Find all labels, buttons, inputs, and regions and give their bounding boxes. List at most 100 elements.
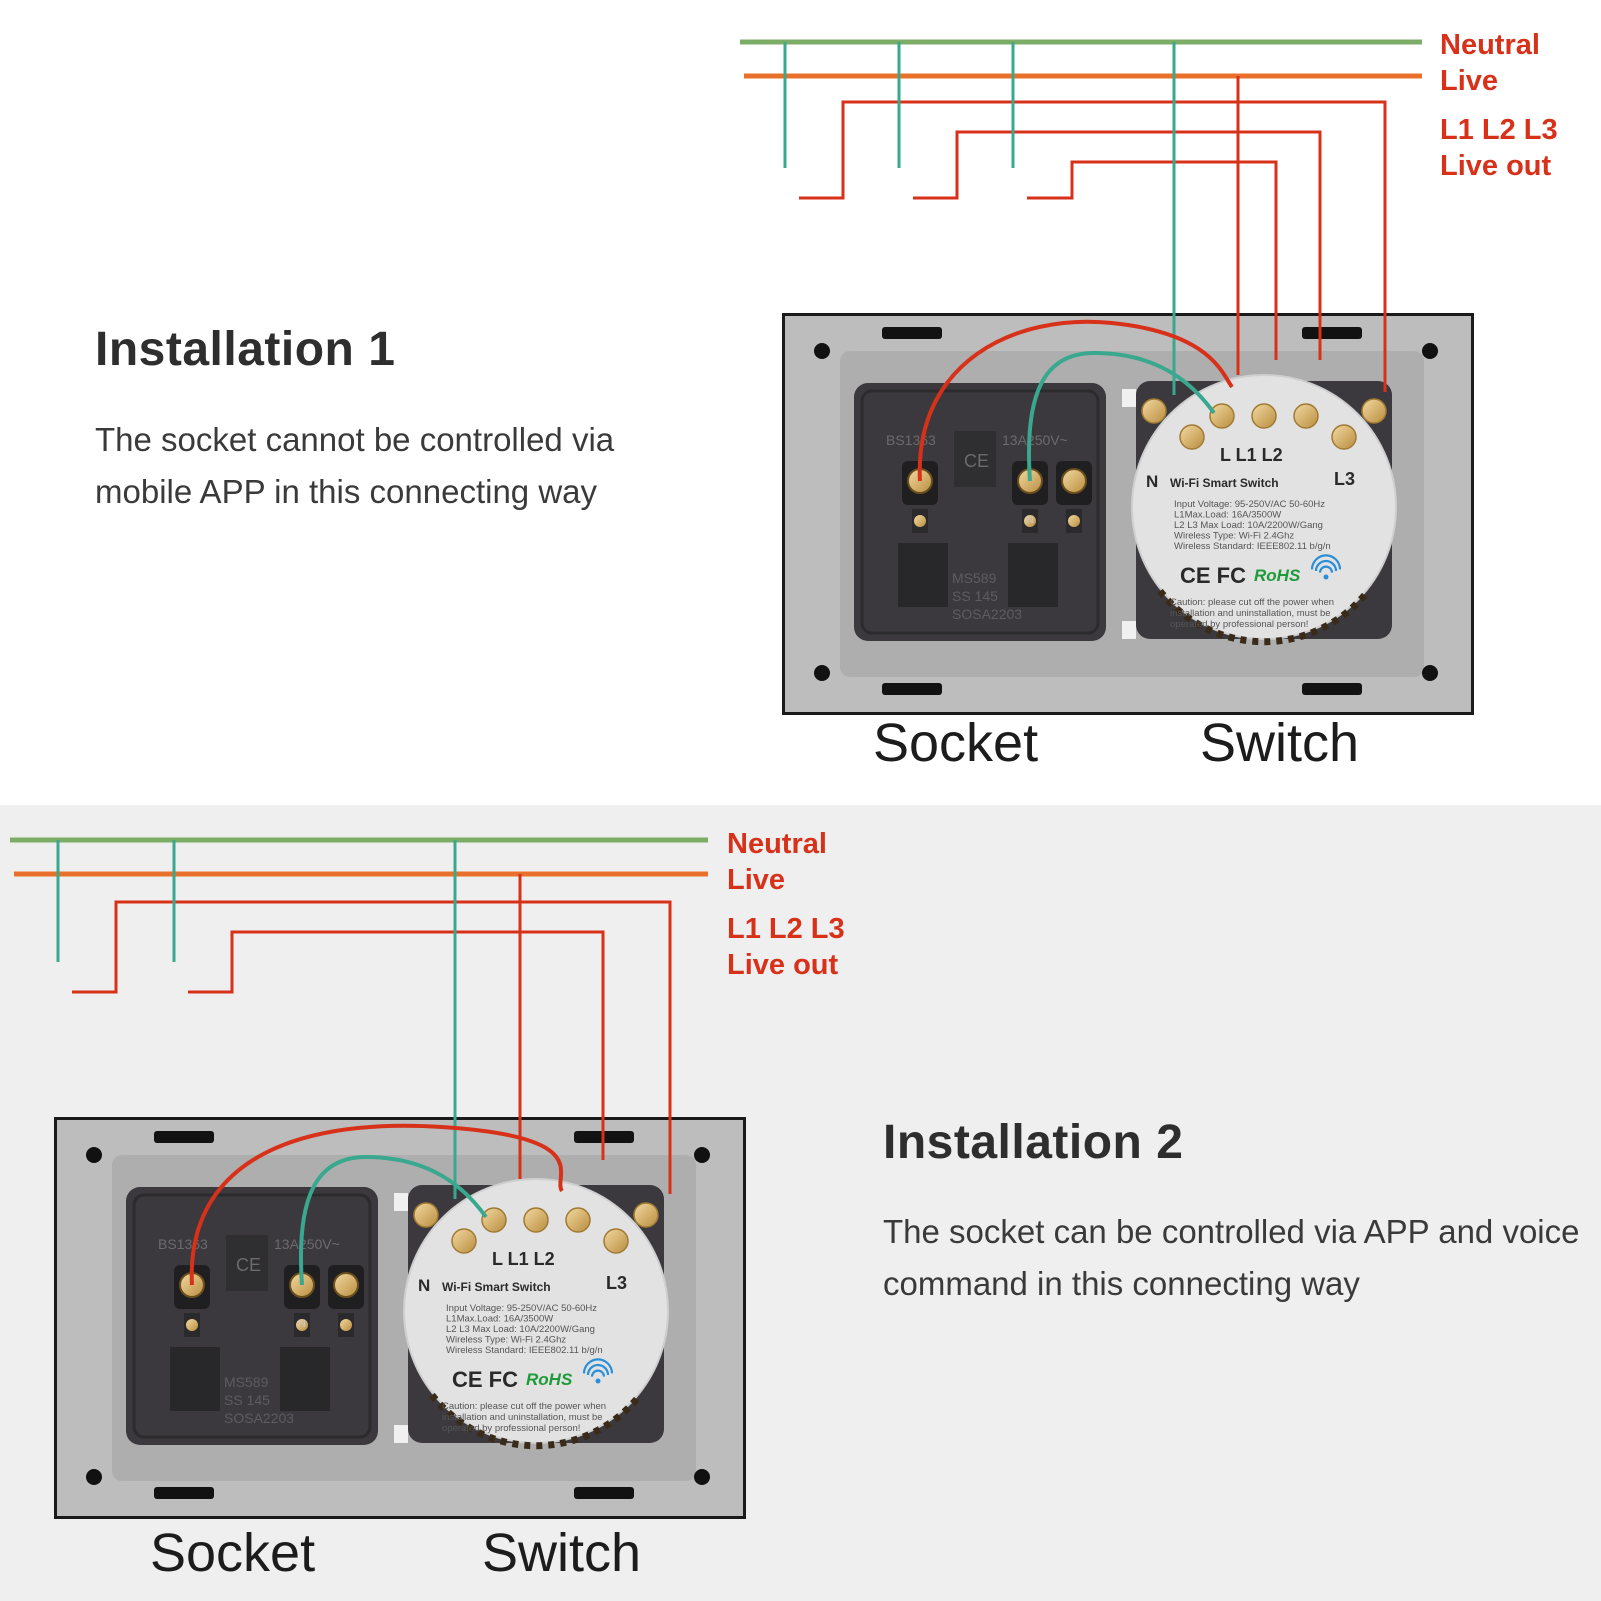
terminal-screw <box>1061 468 1087 494</box>
switch-caution-line: operated by professional person! <box>1170 619 1308 630</box>
socket-ms-mark: MS589 <box>224 1374 269 1390</box>
socket-body-edge <box>132 1193 372 1439</box>
wifi-arc <box>586 1363 610 1376</box>
socket-standard-mark: BS1363 <box>886 432 936 448</box>
screw-hole <box>814 343 830 359</box>
socket-sosa-mark: SOSA2203 <box>952 606 1022 622</box>
switch-terminal <box>451 1228 477 1254</box>
switch-cert-mark: CE FC <box>1180 563 1246 588</box>
switch-name: Wi-Fi Smart Switch <box>1170 476 1279 490</box>
switch-terminal <box>1141 398 1167 424</box>
socket-standard-mark: BS1363 <box>158 1236 208 1252</box>
screw-hole <box>814 665 830 681</box>
switch-terminal <box>633 1202 659 1228</box>
wire-legend-2: Neutral Live L1 L2 L3 Live out <box>727 826 845 983</box>
switch-terminal <box>413 1202 439 1228</box>
switch-terminal <box>481 1207 507 1233</box>
switch-terminal <box>603 1228 629 1254</box>
wifi-icon <box>582 1358 614 1384</box>
switch-cert-mark: CE FC <box>452 1367 518 1392</box>
installation-1-title: Installation 1 <box>95 323 396 376</box>
switch-terminal <box>1179 424 1205 450</box>
switch-spec-line: Wireless Type: Wi-Fi 2.4Ghz <box>1174 531 1294 542</box>
plate-slot <box>154 1131 214 1143</box>
socket-sosa-mark: SOSA2203 <box>224 1410 294 1426</box>
switch-spec-line: L1Max.Load: 16A/3500W <box>1174 510 1281 521</box>
socket-pin-block <box>898 543 948 607</box>
switch-spec-line: Wireless Type: Wi-Fi 2.4Ghz <box>446 1335 566 1346</box>
terminal-screw-small <box>186 1319 198 1331</box>
wifi-arc <box>582 1358 614 1374</box>
terminal-screw-small <box>1068 515 1080 527</box>
screw-hole <box>86 1469 102 1485</box>
lamp-output-wire <box>1027 160 1278 360</box>
screw-hole <box>1422 343 1438 359</box>
terminal-screw-small <box>340 1319 352 1331</box>
socket-ms-mark: MS589 <box>952 570 997 586</box>
switch-terminal-labels: L L1 L2 <box>492 1249 555 1269</box>
switch-spec-line: Wireless Standard: IEEE802.11 b/g/n <box>446 1345 603 1356</box>
switch-l3-label: L3 <box>606 1273 627 1293</box>
screw-hole <box>694 1469 710 1485</box>
socket-terminal <box>328 1265 364 1337</box>
socket-rating-mark: 13A250V~ <box>1002 432 1068 448</box>
socket-rating-mark: 13A250V~ <box>274 1236 340 1252</box>
switch-caution-line: installation and uninstallation, must be <box>1170 608 1331 619</box>
socket-neutral-jumper <box>299 1154 488 1286</box>
switch-label-1: Switch <box>1200 713 1360 773</box>
terminal-screw-small <box>914 515 926 527</box>
screw-hole <box>86 1147 102 1163</box>
plate-clip <box>1122 389 1136 407</box>
terminal-screw <box>333 1272 359 1298</box>
plate-slot <box>574 1487 634 1499</box>
wifi-arc <box>1310 554 1342 570</box>
switch-terminal <box>1251 403 1277 429</box>
socket-neutral-jumper <box>1027 350 1216 482</box>
switch-l3-label: L3 <box>1334 469 1355 489</box>
switch-n-label: N <box>418 1276 430 1295</box>
wifi-dot <box>595 1378 601 1384</box>
lamp-output-wire <box>799 100 1387 392</box>
socket-live-jumper <box>917 319 1234 482</box>
switch-terminal <box>1293 403 1319 429</box>
terminal-screw-small <box>296 1319 308 1331</box>
plate-clip <box>1122 621 1136 639</box>
installation-2-title: Installation 2 <box>883 1116 1184 1169</box>
switch-rohs-mark: RoHS <box>1254 566 1301 585</box>
switch-n-label: N <box>1146 472 1158 491</box>
socket-live-jumper <box>189 1123 564 1286</box>
wifi-arc <box>590 1369 606 1377</box>
plate-clip <box>394 1193 408 1211</box>
switch-label-2: Switch <box>482 1523 642 1583</box>
wifi-arc <box>1318 565 1334 573</box>
switch-terminal <box>1331 424 1357 450</box>
legend-outputs: L1 L2 L3 <box>727 913 845 945</box>
wifi-icon <box>1310 554 1342 580</box>
legend-neutral: Neutral <box>1440 29 1540 61</box>
lamp-output-wire <box>188 930 605 1160</box>
plate-slot <box>1302 683 1362 695</box>
switch-spec-line: L1Max.Load: 16A/3500W <box>446 1314 553 1325</box>
socket-body-edge <box>860 389 1100 635</box>
socket-terminal <box>1056 461 1092 533</box>
legend-neutral: Neutral <box>727 828 827 860</box>
legend-outputs-sub: Live out <box>1440 150 1552 182</box>
socket-pin-block <box>170 1347 220 1411</box>
screw-hole <box>1422 665 1438 681</box>
socket-n-mark: N <box>298 1318 306 1330</box>
socket-label-1: Socket <box>873 713 1039 773</box>
switch-module-teeth <box>1157 588 1371 646</box>
switch-terminal-labels: L L1 L2 <box>1220 445 1283 465</box>
socket-center-block <box>954 431 996 487</box>
screw-hole <box>694 1147 710 1163</box>
switch-terminal <box>1361 398 1387 424</box>
plate-clip <box>394 1425 408 1443</box>
socket-ss-mark: SS 145 <box>224 1392 270 1408</box>
switch-terminal <box>1209 403 1235 429</box>
switch-name: Wi-Fi Smart Switch <box>442 1280 551 1294</box>
switch-module-teeth <box>429 1392 643 1450</box>
switch-caution-line: installation and uninstallation, must be <box>442 1412 603 1423</box>
